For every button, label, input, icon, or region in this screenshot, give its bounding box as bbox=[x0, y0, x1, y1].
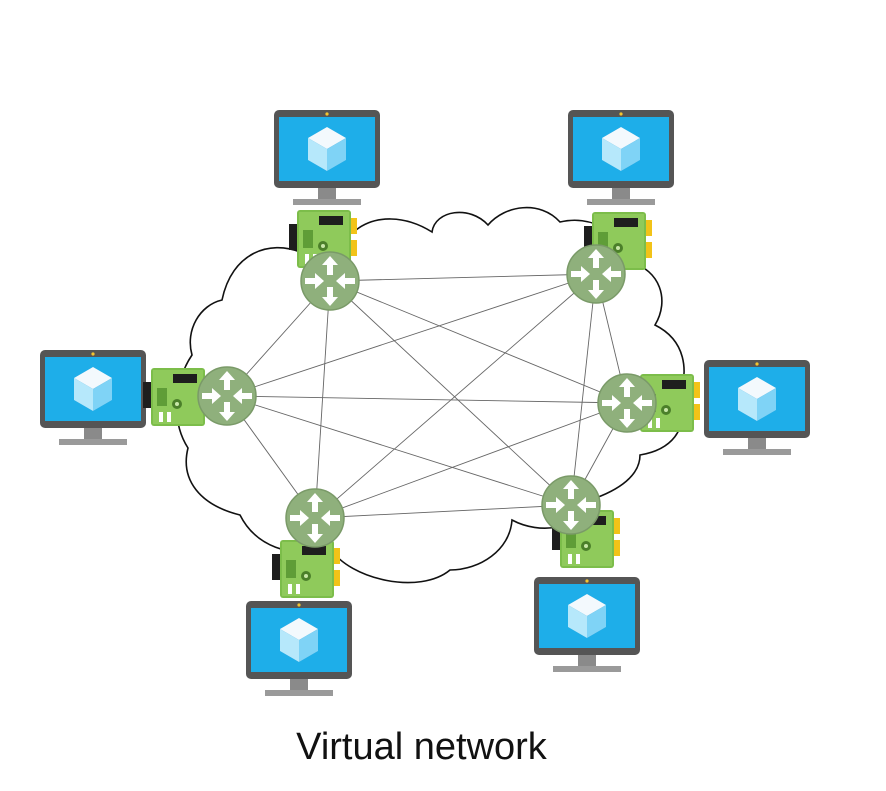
mesh-link bbox=[329, 280, 628, 404]
network-interface-card-icon bbox=[272, 540, 340, 598]
node-vm-left bbox=[40, 350, 257, 445]
mesh-link bbox=[314, 280, 331, 519]
mesh-link bbox=[226, 273, 597, 397]
virtual-machine-icon bbox=[274, 110, 380, 205]
router-icon bbox=[197, 366, 257, 426]
mesh-link bbox=[314, 504, 572, 519]
mesh-link bbox=[314, 273, 597, 519]
virtual-machine-icon bbox=[704, 360, 810, 455]
node-vm-top-right bbox=[566, 110, 674, 304]
router-icon bbox=[597, 373, 657, 433]
router-icon bbox=[566, 244, 626, 304]
mesh-link bbox=[226, 395, 628, 404]
mesh-link bbox=[314, 402, 628, 519]
node-vm-right bbox=[597, 360, 810, 455]
node-vm-bottom-right bbox=[534, 475, 640, 672]
diagram-caption: Virtual network bbox=[296, 726, 547, 768]
mesh-link bbox=[226, 395, 572, 506]
router-icon bbox=[541, 475, 601, 535]
virtual-machine-icon bbox=[568, 110, 674, 205]
node-vm-bottom-left bbox=[246, 488, 352, 696]
mesh-link bbox=[329, 280, 572, 506]
virtual-machine-icon bbox=[534, 577, 640, 672]
mesh-link bbox=[570, 273, 597, 506]
router-icon bbox=[300, 251, 360, 311]
mesh-link bbox=[329, 273, 597, 282]
virtual-machine-icon bbox=[246, 601, 352, 696]
router-icon bbox=[285, 488, 345, 548]
virtual-machine-icon bbox=[40, 350, 146, 445]
